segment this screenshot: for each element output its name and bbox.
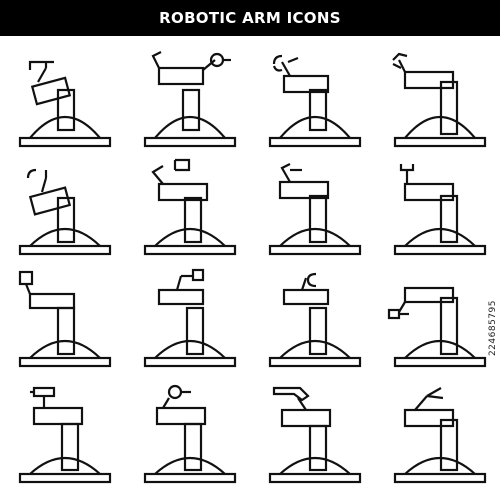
robot-arm-icon-15 (260, 382, 370, 490)
robot-arm-icon-7 (260, 156, 370, 264)
robot-arm-icon-10 (135, 268, 245, 376)
robot-arm-icon-13 (10, 382, 120, 490)
title-bar: ROBOTIC ARM ICONS (0, 0, 500, 36)
robot-arm-icon-12 (385, 268, 495, 376)
robot-arm-icon-9 (10, 268, 120, 376)
robot-arm-icon-14 (135, 382, 245, 490)
robot-arm-icon-1 (10, 42, 120, 150)
robot-arm-icon-3 (260, 42, 370, 150)
robot-arm-icon-8 (385, 156, 495, 264)
robot-arm-icon-11 (260, 268, 370, 376)
stock-id-watermark: 224685795 (488, 300, 498, 357)
robot-arm-icon-16 (385, 382, 495, 490)
icon-grid (0, 36, 500, 500)
page-title: ROBOTIC ARM ICONS (159, 9, 341, 27)
robot-arm-icon-5 (10, 156, 120, 264)
robot-arm-icon-6 (135, 156, 245, 264)
robot-arm-icon-4 (385, 42, 495, 150)
robot-arm-icon-2 (135, 42, 245, 150)
